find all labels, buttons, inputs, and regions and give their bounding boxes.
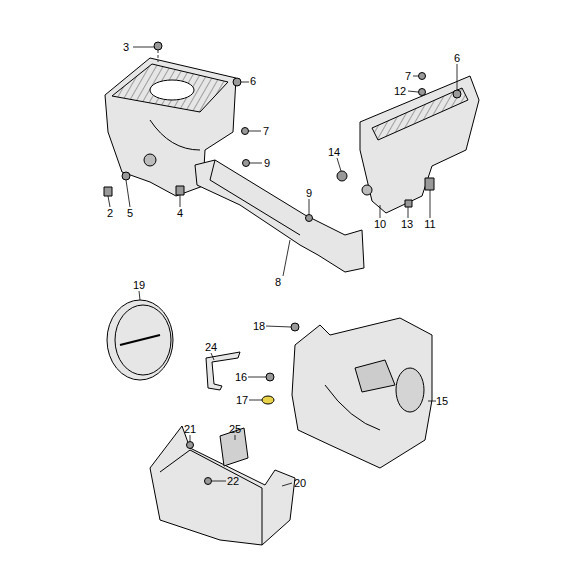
- callout-number: 8: [274, 276, 282, 288]
- callout-number: 21: [183, 423, 197, 435]
- callout-number: 20: [293, 477, 307, 489]
- callout-number: 16: [234, 371, 248, 383]
- callout-number: 25: [228, 423, 242, 435]
- callout-number: 9: [305, 187, 313, 199]
- callout-number: 2: [106, 207, 114, 219]
- callout-number: 19: [132, 279, 146, 291]
- callout-number: 11: [423, 218, 436, 230]
- callout-number: 14: [327, 146, 341, 158]
- callout-number: 7: [262, 125, 270, 137]
- callout-number: 22: [226, 475, 240, 487]
- callout-number: 9: [263, 157, 271, 169]
- callout-number: 17: [235, 394, 249, 406]
- callout-number: 5: [126, 207, 134, 219]
- callout-number: 6: [453, 52, 461, 64]
- callout-number: 6: [249, 75, 257, 87]
- callout-number: 4: [176, 207, 184, 219]
- callout-number: 3: [122, 41, 130, 53]
- callout-number: 15: [435, 395, 449, 407]
- callout-number: 24: [204, 341, 218, 353]
- callout-number: 13: [400, 218, 414, 230]
- callout-number: 18: [252, 320, 266, 332]
- callout-number: 10: [373, 218, 387, 230]
- callout-number: 7: [404, 70, 412, 82]
- callout-number: 12: [393, 85, 407, 97]
